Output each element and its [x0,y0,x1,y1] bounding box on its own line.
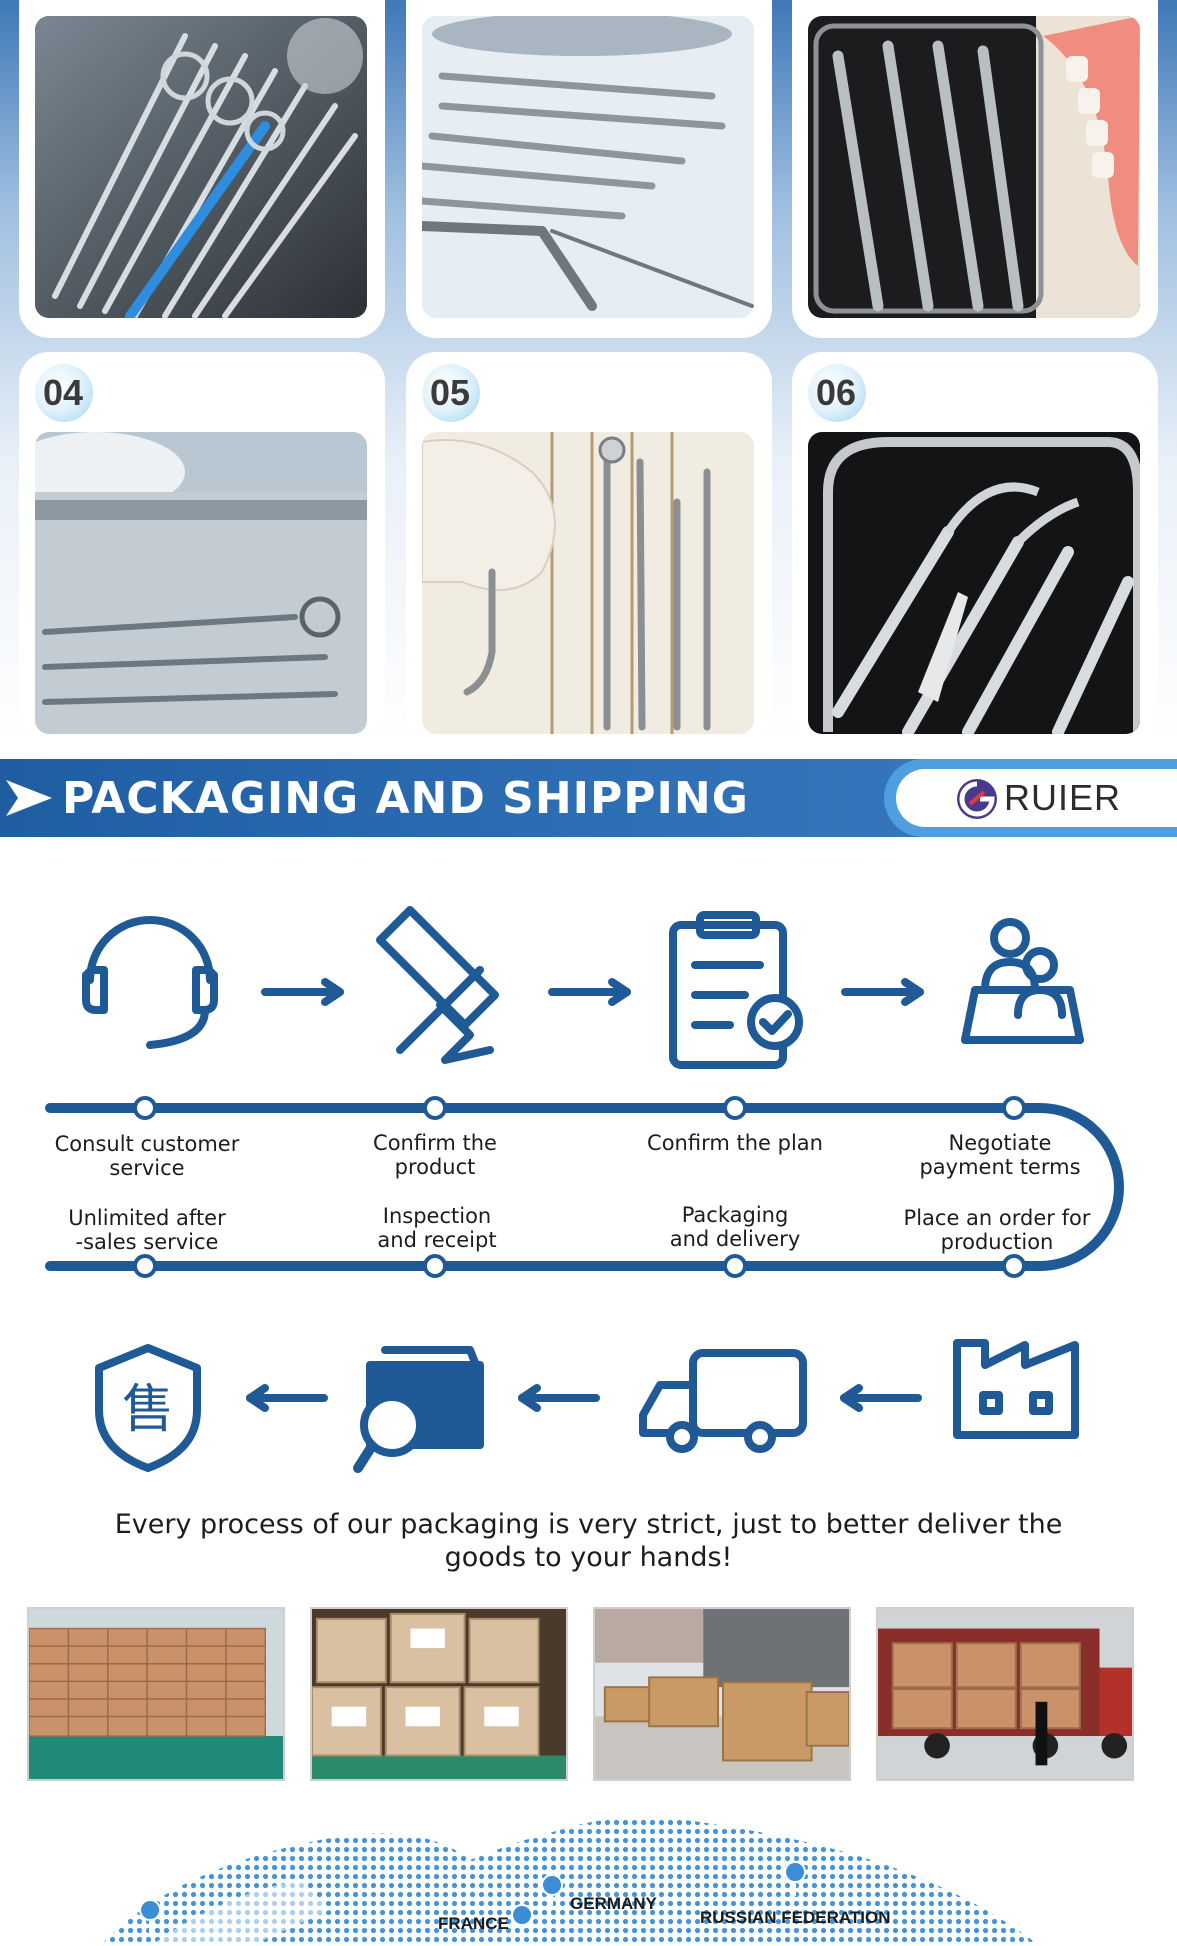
photo-forceps-row [422,16,754,318]
after-sales-shield-icon [95,1344,201,1472]
gallery-card-2 [406,0,772,338]
arrow-left-icon [840,1384,922,1412]
arrow-right-icon [261,978,344,1006]
photo-gloved-hand-with-probes [422,432,754,734]
negotiation-icon [961,918,1084,1044]
photo-labeled-boxes [310,1607,568,1781]
factory-icon [953,1339,1079,1439]
step-label-packaging: Packaging and delivery [669,1203,801,1251]
pencil-ruler-icon [376,906,499,1064]
map-pin-icon [784,1861,807,1897]
arrow-right-icon [548,978,631,1006]
arrow-left-icon [246,1384,328,1412]
photo-probe-set-with-teeth-model [808,16,1140,318]
map-label-russia: RUSSIAN FEDERATION [700,1908,891,1927]
photo-stacked-cartons-warehouse [27,1607,285,1781]
map-pin-icon [511,1904,534,1940]
gallery-card-4: 04 [19,352,385,742]
brand-name: RUIER [1004,777,1122,818]
gallery-card-5: 05 [406,352,772,742]
brand-logo: RUIER [884,759,1177,837]
timeline-nodes [133,1096,1026,1278]
process-flow-diagram: 售 [45,906,1124,1473]
shield-glyph: 售 [122,1380,174,1440]
photo-instruments-in-foam-case [808,432,1140,734]
card-number-badge: 05 [422,364,480,422]
world-map [100,1817,1040,1946]
card-number-badge: 06 [808,364,866,422]
map-label-france: FRANCE [438,1914,509,1933]
arrow-left-icon [518,1384,600,1412]
photo-wooden-crates-outdoor [593,1607,851,1781]
delivery-truck-icon [639,1349,807,1453]
map-label-germany: GERMANY [570,1894,657,1913]
gallery-card-3 [792,0,1158,338]
clipboard-check-icon [669,911,803,1069]
card-number-badge: 04 [35,364,93,422]
step-label-confirm-plan: Confirm the plan [647,1131,823,1155]
step-label-inspection: Inspection and receipt [377,1204,497,1252]
step-label-confirm-product: Confirm the product [373,1131,497,1179]
step-label-after-sales: Unlimited after -sales service [68,1206,226,1254]
step-label-place-order: Place an order for production [903,1206,1091,1254]
package-search-icon [353,1346,484,1473]
map-pin-icon [541,1874,564,1910]
step-label-consult: Consult customer service [54,1132,240,1180]
ruier-logo-icon [957,779,997,819]
photo-truck-loading [876,1607,1134,1781]
gallery-card-1 [19,0,385,338]
map-pin-icon [139,1899,162,1935]
photo-dental-instruments-tray [35,16,367,318]
headset-icon [82,916,218,1049]
arrow-right-icon [6,780,52,816]
gallery-card-6: 06 [792,352,1158,742]
section-title: PACKAGING AND SHIPPING [62,773,749,824]
packaging-tagline: Every process of our packaging is very s… [114,1509,1063,1573]
arrow-right-icon [841,978,924,1006]
photo-instruments-in-tray [35,432,367,734]
step-label-negotiate: Negotiate payment terms [919,1131,1081,1179]
